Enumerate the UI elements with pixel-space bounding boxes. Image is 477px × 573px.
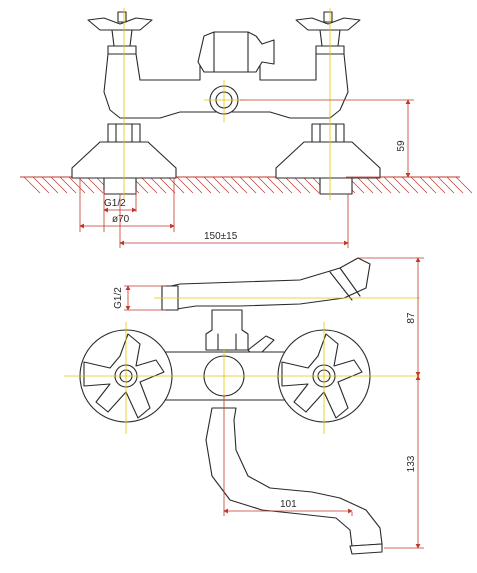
thread-top-label: G1/2 (104, 198, 126, 209)
dim-59: 59 (240, 99, 414, 178)
hatch-line (275, 176, 293, 194)
side-centerlines (64, 297, 420, 434)
hatch-line (32, 176, 50, 194)
height-side-label: 87 (406, 312, 417, 324)
spout-height-label: 133 (406, 455, 417, 472)
hatch-line (68, 176, 86, 194)
hatch-line (293, 176, 311, 194)
hatch-line (401, 176, 419, 194)
spacing-label: 150±15 (204, 231, 238, 242)
dim-thread-diameter: G1/2 ø70 (79, 178, 175, 232)
hatch-line (239, 176, 257, 194)
right-cross-handle (295, 11, 361, 55)
hatch-line (383, 176, 401, 194)
hatch-line (419, 176, 437, 194)
wall-hatch (20, 176, 473, 194)
hatch-line (176, 176, 194, 194)
hatch-line (365, 176, 383, 194)
hatch-line (302, 176, 320, 194)
hatch-line (149, 176, 167, 194)
mixer-body (103, 31, 349, 119)
hatch-line (230, 176, 248, 194)
hatch-line (392, 176, 410, 194)
hatch-line (356, 176, 374, 194)
hatch-line (374, 176, 392, 194)
hatch-line (410, 176, 428, 194)
right-eccentric (275, 123, 381, 195)
dim-150: 150±15 (119, 194, 349, 248)
hatch-line (437, 176, 455, 194)
hatch-line (428, 176, 446, 194)
hatch-line (248, 176, 266, 194)
dim-101: 101 (223, 396, 353, 516)
left-cross-handle (87, 11, 153, 55)
hatch-line (257, 176, 275, 194)
dim-thread-side: G1/2 (113, 285, 166, 311)
hatch-line (455, 176, 473, 194)
hatch-line (86, 176, 104, 194)
hatch-line (158, 176, 176, 194)
hatch-line (140, 176, 158, 194)
diverter-lever (161, 257, 371, 311)
hatch-line (59, 176, 77, 194)
top-view: 59 G1/2 ø70 150±15 (20, 8, 473, 248)
thread-side-label: G1/2 (113, 287, 124, 309)
spout-reach-label: 101 (280, 499, 297, 510)
hatch-line (266, 176, 284, 194)
top-centerlines (123, 8, 331, 200)
hatch-line (77, 176, 95, 194)
hatch-line (212, 176, 230, 194)
hatch-line (194, 176, 212, 194)
hatch-line (167, 176, 185, 194)
hatch-line (185, 176, 203, 194)
dim-59-label: 59 (396, 140, 407, 152)
hatch-line (221, 176, 239, 194)
dim-133: 133 (384, 375, 424, 549)
dim-87: 87 (358, 257, 424, 377)
diameter-label: ø70 (112, 214, 130, 225)
hatch-line (284, 176, 302, 194)
hatch-line (23, 176, 41, 194)
hatch-line (446, 176, 464, 194)
side-view: G1/2 87 133 101 (64, 257, 424, 555)
hatch-line (203, 176, 221, 194)
hatch-line (50, 176, 68, 194)
hatch-line (41, 176, 59, 194)
diverter-stem (205, 309, 275, 359)
